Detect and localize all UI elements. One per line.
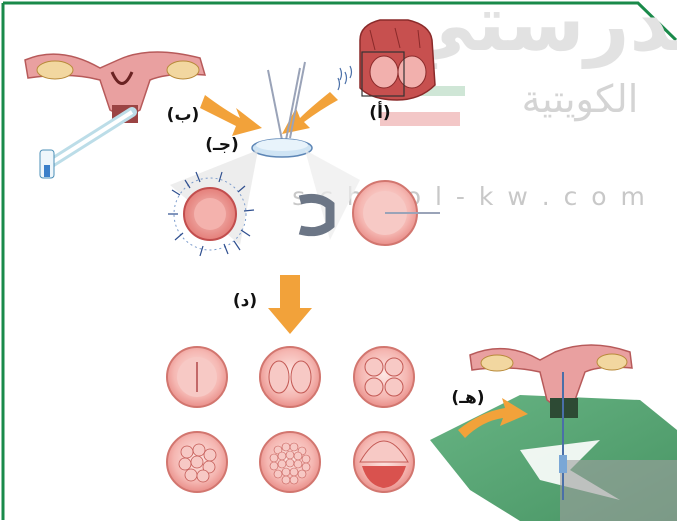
embryo-stage-blastocyst xyxy=(354,432,414,492)
embryo-stage-4 xyxy=(354,347,414,407)
testis-illustration xyxy=(360,20,435,100)
watermark-brand-sub: الكويتية xyxy=(522,77,639,122)
watermark-brand: مدرستي xyxy=(397,0,677,69)
egg-aspiration-needle xyxy=(40,112,132,178)
label-e: (هـ) xyxy=(451,388,484,408)
arrow-eggs-to-dish xyxy=(200,95,262,136)
sperm-cells xyxy=(338,66,352,90)
embryo-stage-1 xyxy=(167,347,227,407)
label-a: (أ) xyxy=(369,101,390,123)
label-b: (ب) xyxy=(167,105,200,125)
label-d: (د) xyxy=(233,291,257,311)
petri-dish xyxy=(252,62,312,157)
embryo-stage-morula xyxy=(260,432,320,492)
embryo-stage-morula-early xyxy=(167,432,227,492)
watermark-flag-red xyxy=(380,112,460,126)
label-c: (جـ) xyxy=(205,135,239,155)
arrow-fertilization-to-cleavage xyxy=(268,275,312,334)
embryo-stage-2 xyxy=(260,347,320,407)
